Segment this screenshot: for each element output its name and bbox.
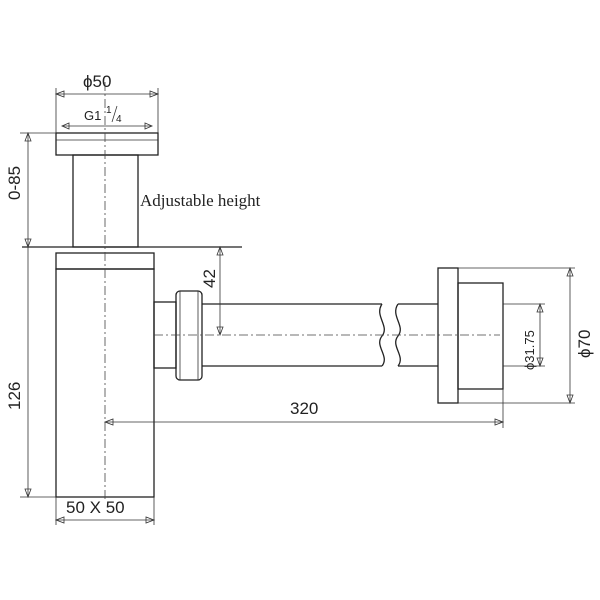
adjustable-stem (72, 154, 139, 248)
dim-base-size: 50 X 50 (54, 497, 156, 525)
adjustable-height-note: Adjustable height (140, 191, 261, 210)
base-size-label: 50 X 50 (66, 498, 125, 517)
top-diameter-label: ϕ50 (83, 72, 111, 91)
dim-height-range: 0-85 (5, 131, 56, 249)
outlet-nut (153, 290, 203, 381)
height-range-label: 0-85 (5, 166, 24, 200)
outlet-offset-label: 42 (200, 269, 219, 288)
dim-horizontal-length: 320 (103, 389, 505, 428)
waste-cap (55, 132, 159, 156)
flange-diameter-label: ϕ70 (575, 330, 594, 358)
wall-flange (437, 267, 504, 404)
dim-top-diameter: ϕ50 (54, 72, 160, 133)
dim-thread: G1 1 4 (60, 105, 154, 130)
body-height-label: 126 (5, 382, 24, 410)
horizontal-length-label: 320 (290, 399, 318, 418)
dim-flange-diameter: ϕ70 (458, 266, 594, 405)
outlet-pipe (202, 303, 438, 367)
thread-fraction-numerator: 1 (106, 105, 112, 116)
dim-body-height: 126 (5, 247, 56, 499)
thread-fraction-denominator: 4 (116, 114, 122, 125)
dim-outlet-offset: 42 (200, 245, 224, 337)
pipe-diameter-label: ϕ31.75 (522, 330, 537, 370)
dim-pipe-diameter: ϕ31.75 (503, 302, 545, 370)
thread-label: G1 (84, 108, 101, 123)
